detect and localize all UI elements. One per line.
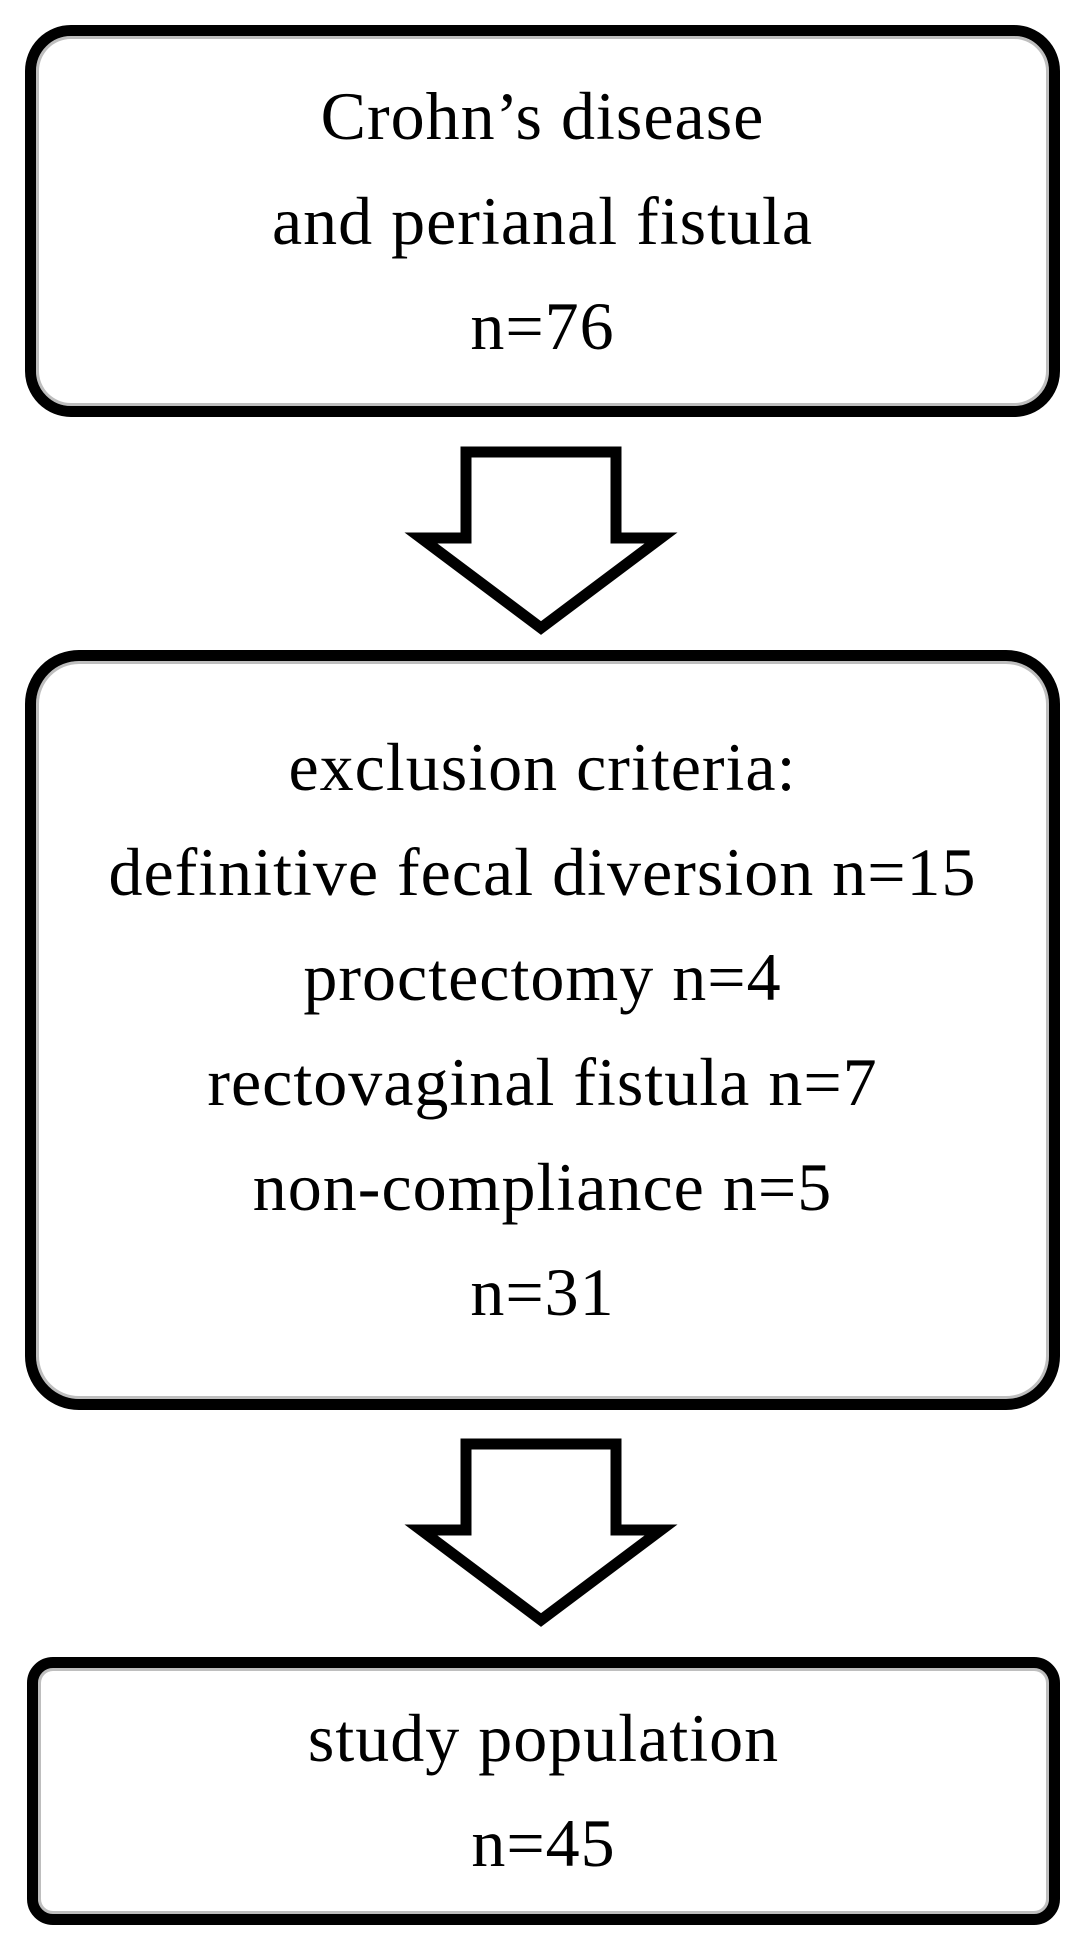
flow-box-line: proctectomy n=4 bbox=[303, 939, 782, 1015]
down-arrow-icon bbox=[404, 446, 678, 635]
flow-box-line: non-compliance n=5 bbox=[252, 1149, 833, 1225]
flow-box-line: n=45 bbox=[471, 1805, 616, 1881]
flow-box-line: Crohn’s disease bbox=[320, 77, 765, 154]
flow-box-line: n=76 bbox=[470, 287, 615, 364]
flow-box-line: and perianal fistula bbox=[271, 182, 814, 259]
down-arrow-icon bbox=[404, 1438, 678, 1627]
down-arrow-shape bbox=[404, 446, 678, 635]
flow-box-initial-population: Crohn’s disease and perianal fistula n=7… bbox=[25, 25, 1060, 417]
flow-box-study-population: study population n=45 bbox=[27, 1657, 1060, 1925]
down-arrow-shape bbox=[404, 1438, 678, 1627]
flow-box-line: exclusion criteria: bbox=[288, 729, 797, 805]
flow-box-exclusion-criteria: exclusion criteria: definitive fecal div… bbox=[25, 650, 1060, 1410]
flow-box-line: study population bbox=[307, 1700, 780, 1776]
flow-box-line: rectovaginal fistula n=7 bbox=[207, 1044, 878, 1120]
flow-box-line: definitive fecal diversion n=15 bbox=[108, 834, 977, 910]
flow-box-line: n=31 bbox=[470, 1254, 615, 1330]
